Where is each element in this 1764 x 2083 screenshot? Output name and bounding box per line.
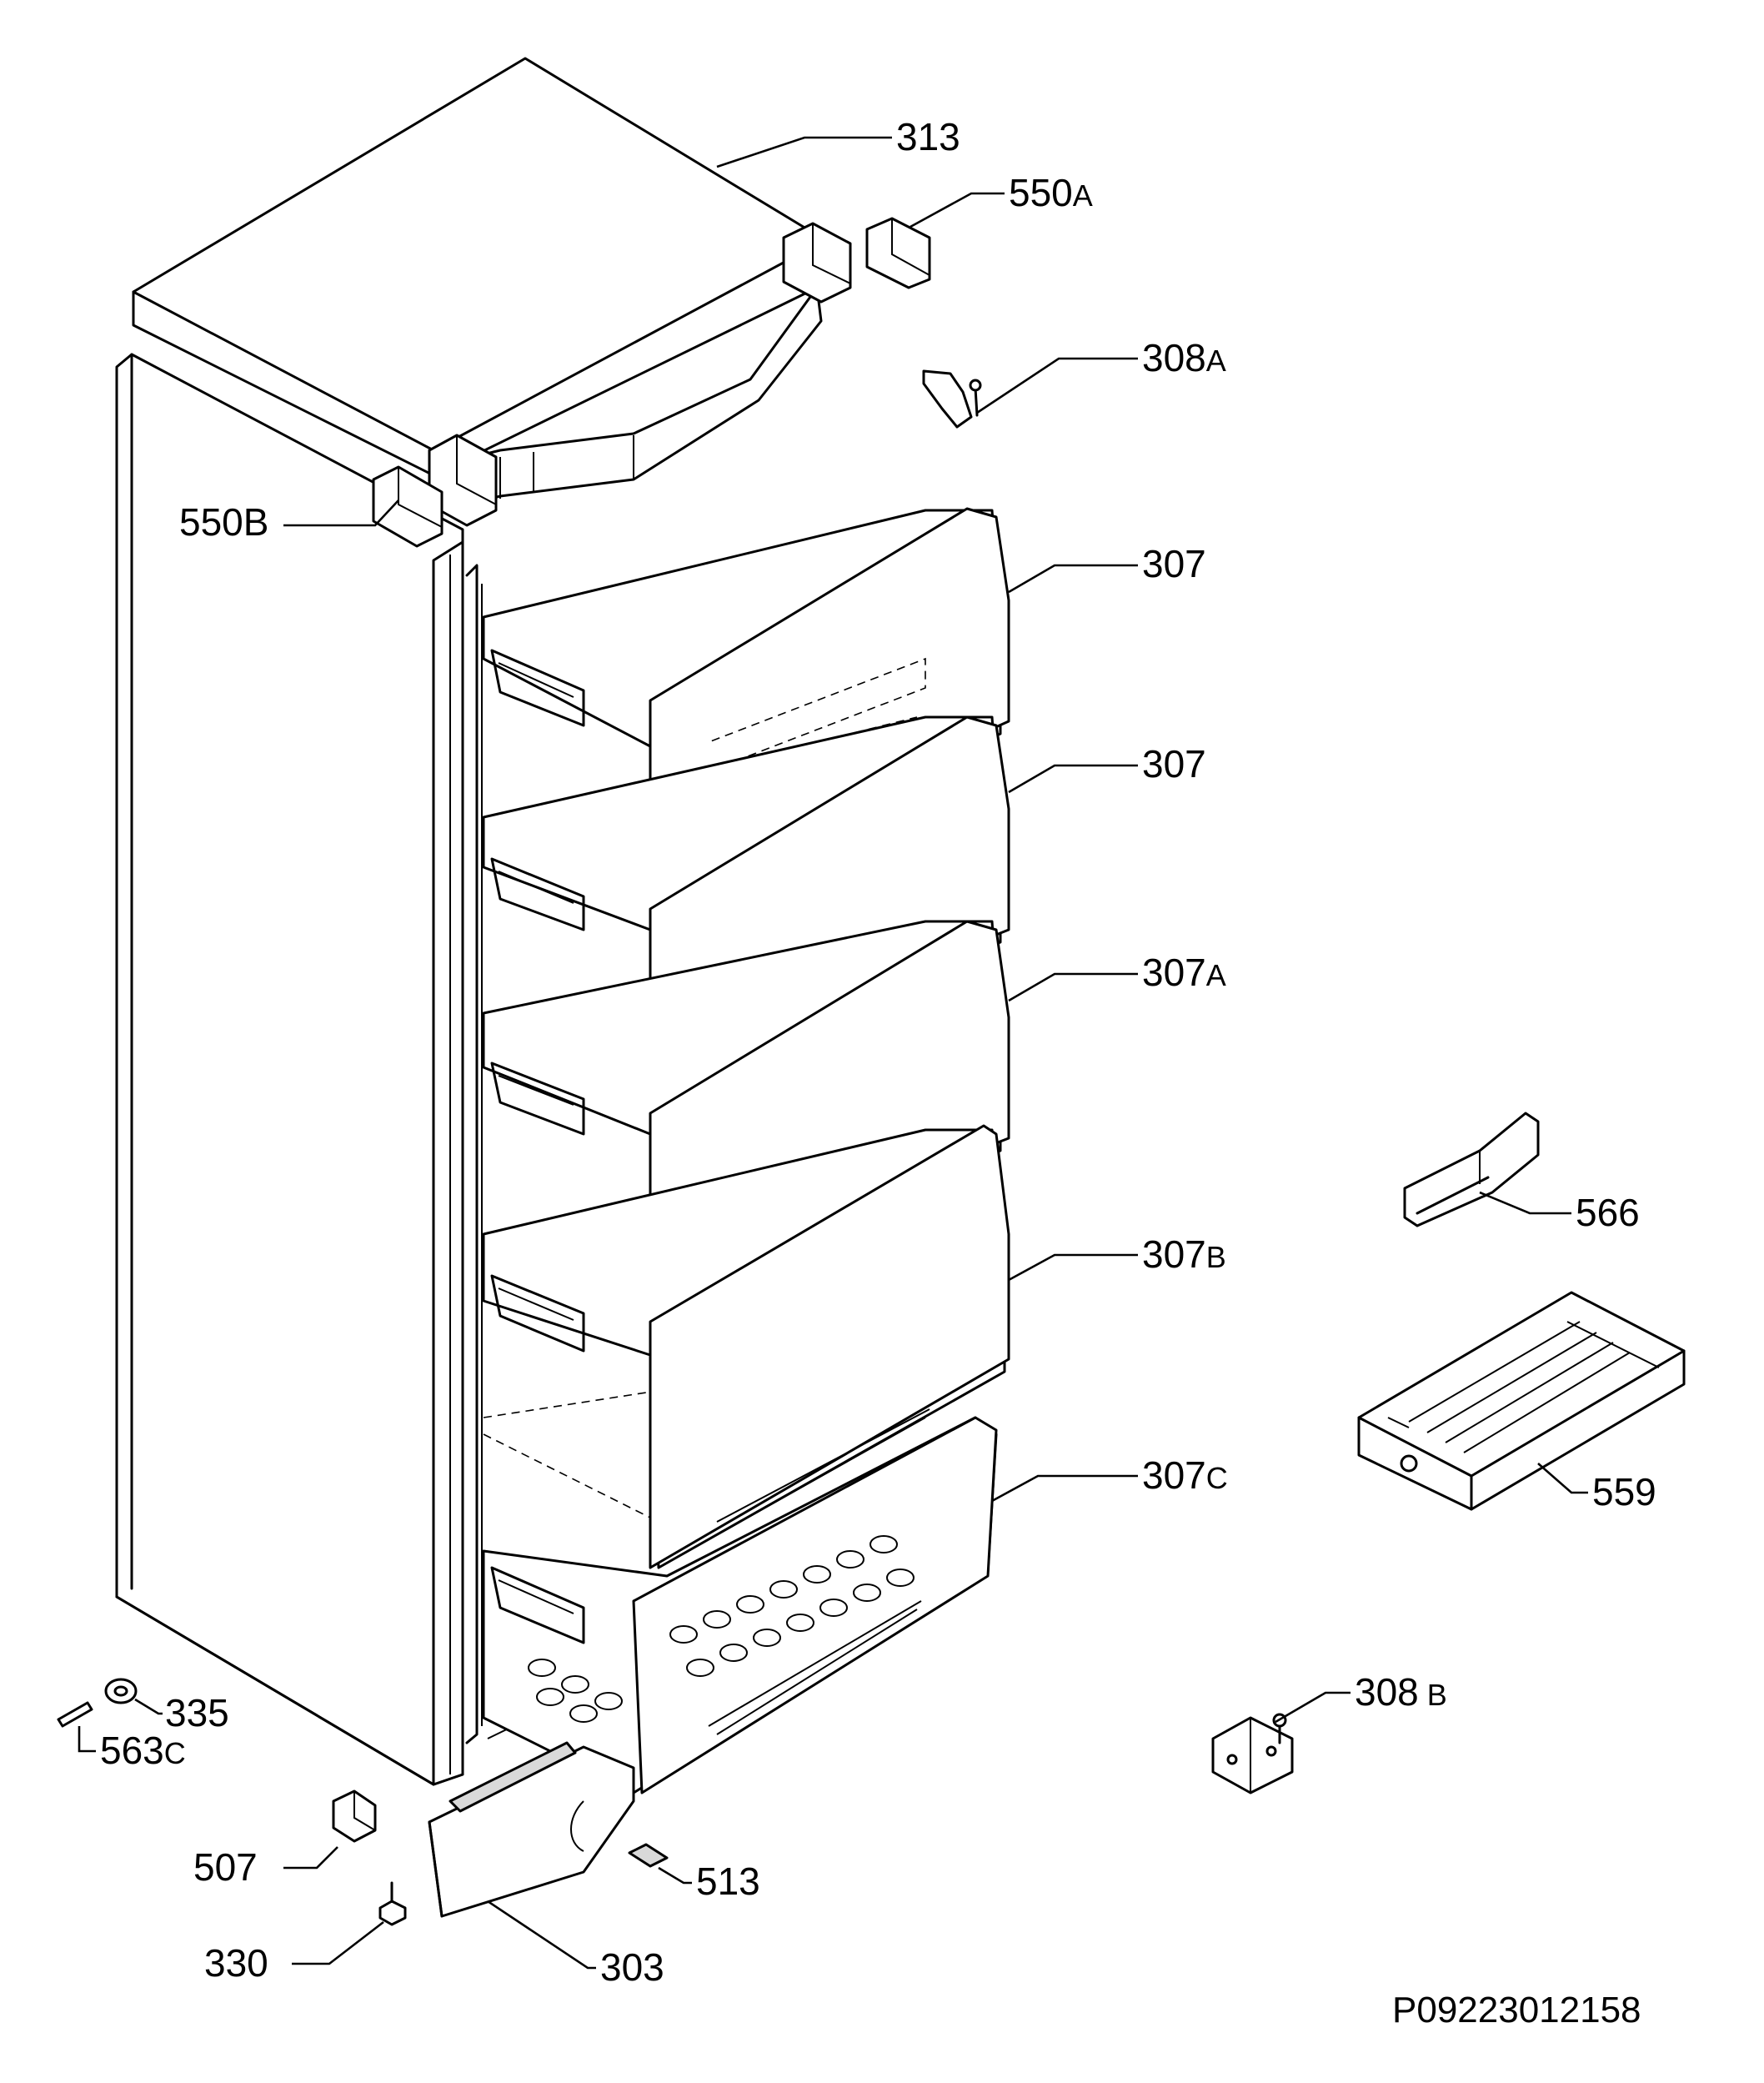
callout-307A: 307A (1142, 951, 1226, 994)
scraper-513 (628, 1843, 669, 1868)
hinge-cover-550B (372, 465, 444, 548)
cabinet-body (115, 353, 534, 1786)
callout-513: 513 (696, 1860, 760, 1903)
handle-566 (1403, 1112, 1540, 1227)
top-cover-313 (132, 57, 852, 527)
callout-550B: 550B (179, 500, 268, 544)
callout-307C: 307C (1142, 1453, 1228, 1497)
callout-303: 303 (600, 1945, 664, 1989)
pin-563C (57, 1701, 93, 1728)
clip-507 (332, 1789, 377, 1843)
plinth-303 (428, 1741, 635, 1918)
callout-313: 313 (896, 115, 960, 158)
callout-566: 566 (1576, 1191, 1640, 1234)
callout-335: 335 (165, 1691, 229, 1734)
callout-563C: 563C (100, 1729, 186, 1772)
callout-308A: 308A (1142, 336, 1226, 379)
callout-307B: 307B (1142, 1232, 1226, 1276)
ice-tray-559 (1357, 1291, 1686, 1511)
callout-labels: 313 550A 308A 550B 307 307 307A 307B 307… (100, 115, 1656, 1989)
leader-lines (78, 136, 1588, 1970)
drawing-number: P09223012158 (1392, 1990, 1641, 2030)
callout-330: 330 (204, 1941, 268, 1985)
callout-559: 559 (1592, 1470, 1656, 1513)
leveling-foot-330 (378, 1881, 407, 1926)
callout-507: 507 (193, 1845, 258, 1889)
callout-307-top: 307 (1142, 542, 1206, 585)
hinge-cover-550A (865, 217, 931, 289)
drawer-307C (482, 1416, 998, 1794)
callout-307-second: 307 (1142, 742, 1206, 786)
callout-308B: 308 B (1355, 1670, 1447, 1714)
callout-550A: 550A (1009, 171, 1093, 214)
drawer-307B (482, 1124, 1010, 1569)
foot-335 (104, 1678, 138, 1704)
hinge-308B (1211, 1713, 1294, 1794)
hinge-308A (922, 369, 982, 429)
